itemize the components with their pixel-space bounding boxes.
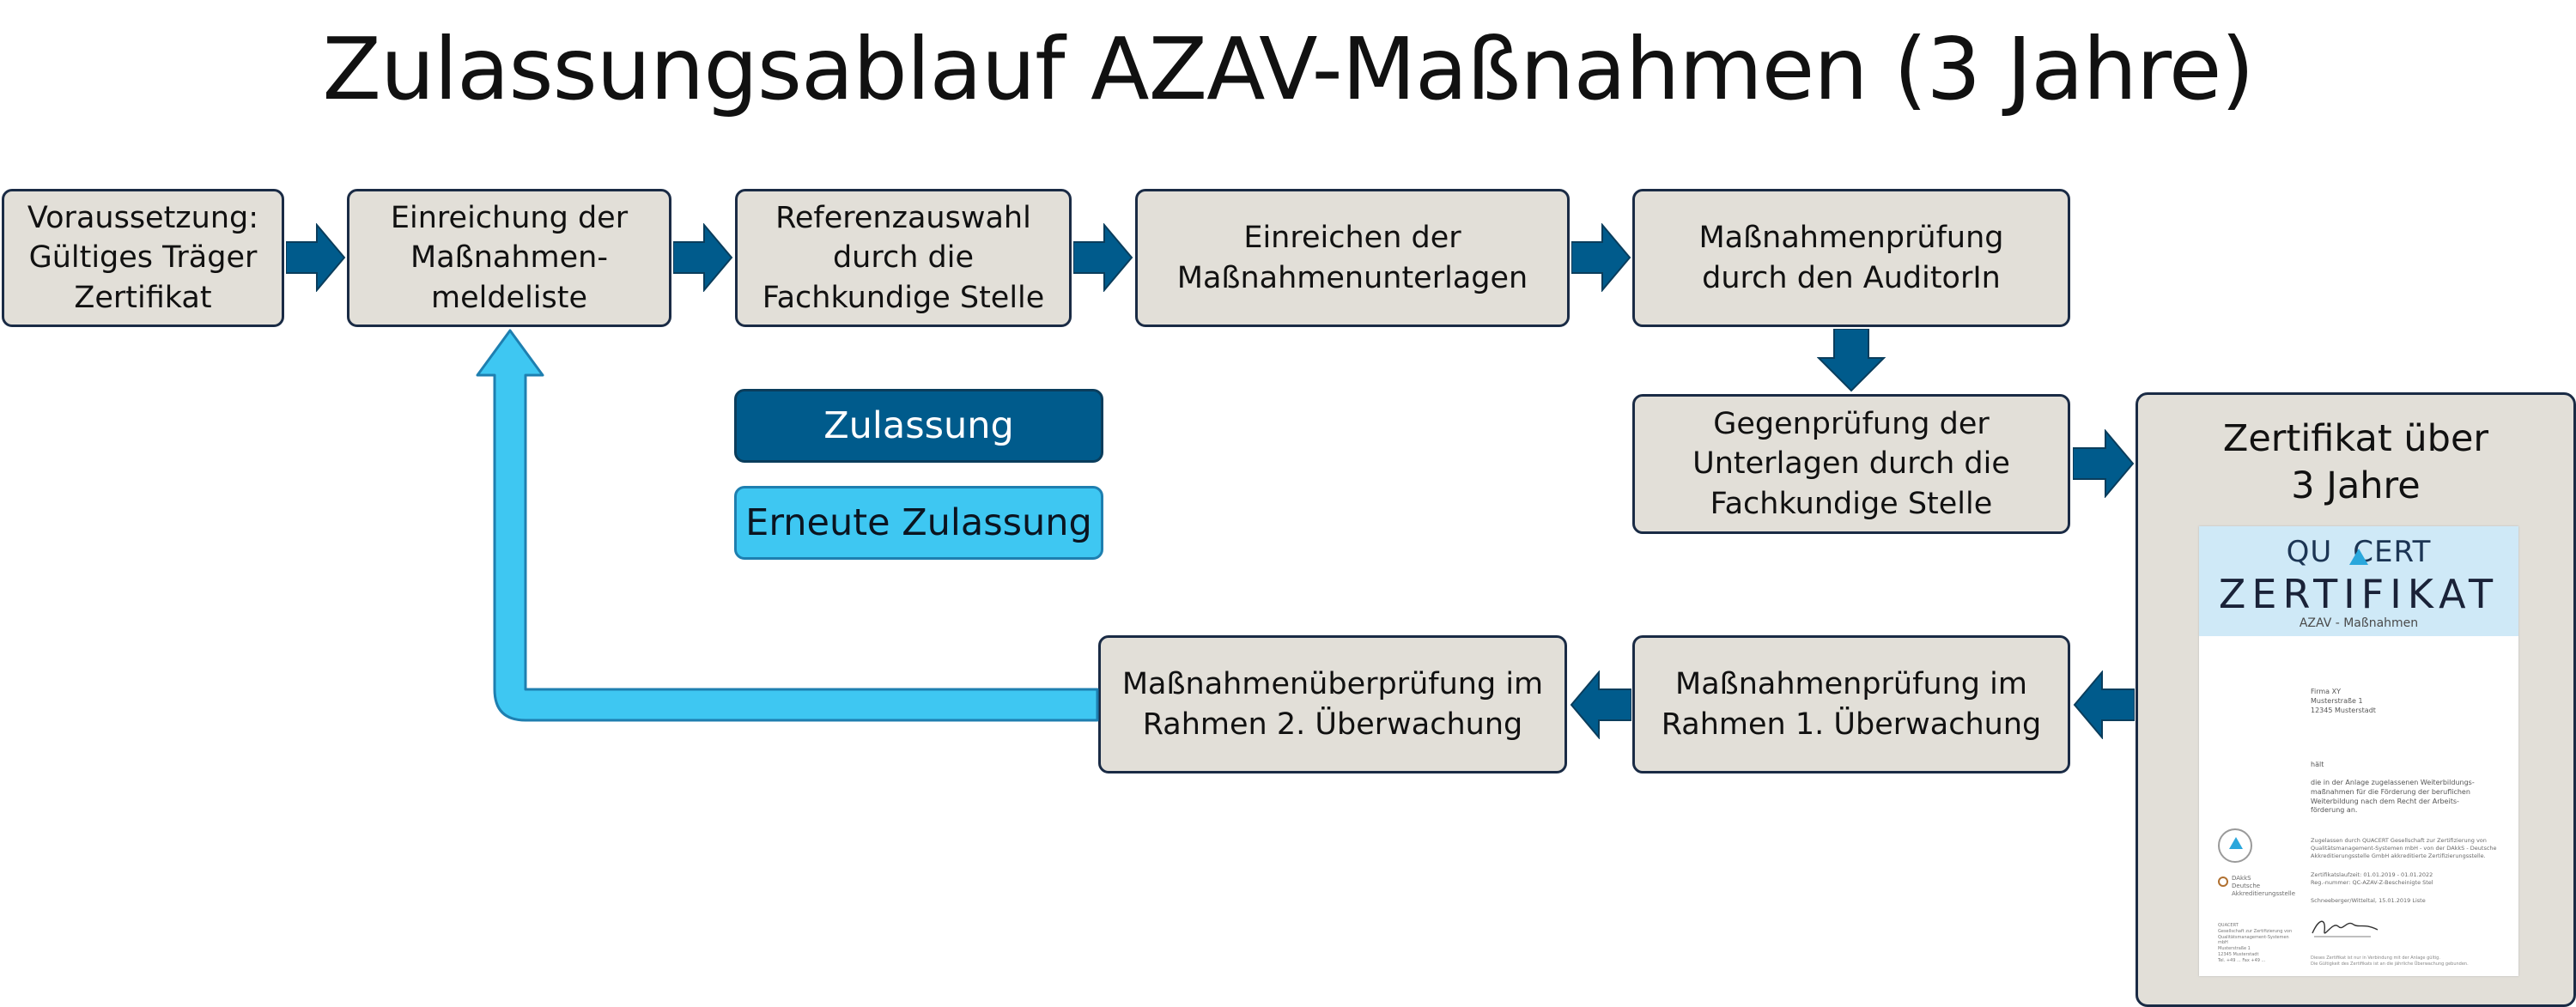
step-text-line: Maßnahmenprüfung im: [1675, 667, 2027, 702]
step-text-line: Referenzauswahl: [775, 201, 1031, 236]
step-text-line: Rahmen 1. Überwachung: [1661, 707, 2042, 742]
address-line: Firma XY: [2311, 688, 2341, 695]
renewal-return-arrow: [476, 329, 1099, 722]
logo-text-left: QU: [2286, 535, 2333, 569]
step-text-line: Maßnahmen-: [410, 240, 608, 276]
step-reference-selection: Referenzauswahl durch die Fachkundige St…: [735, 189, 1072, 327]
certificate-footer-right: Dieses Zertifikat ist nur in Verbindung …: [2311, 955, 2500, 968]
certificate-accreditation-text: Zugelassen durch QUACERT Gesellschaft zu…: [2311, 837, 2497, 859]
arrow-right-icon: [673, 223, 733, 292]
step-second-surveillance: Maßnahmenüberprüfung im Rahmen 2. Überwa…: [1098, 635, 1567, 773]
footer-line: Die Gültigkeit des Zertifikats ist an di…: [2311, 961, 2469, 967]
step-text-line: Gültiges Träger: [28, 240, 258, 276]
certificate-validity: Zertifikatslaufzeit: 01.01.2019 - 01.01.…: [2311, 871, 2433, 887]
step-prerequisite: Voraussetzung: Gültiges Träger Zertifika…: [2, 189, 284, 327]
certificate-title-line: Zertifikat über: [2222, 417, 2489, 460]
step-text-line: Voraussetzung:: [27, 201, 259, 236]
footer-line: QUACERT: [2218, 923, 2239, 928]
arrow-down-icon: [1817, 329, 1886, 392]
address-line: Musterstraße 1: [2311, 696, 2363, 705]
step-text-line: Rahmen 2. Überwachung: [1142, 707, 1523, 742]
footer-line: Musterstraße 1: [2218, 946, 2251, 951]
step-text-line: Zertifikat: [74, 280, 212, 315]
step-counter-check: Gegenprüfung der Unterlagen durch die Fa…: [1632, 394, 2070, 534]
arrow-right-icon: [1073, 223, 1133, 292]
step-text-line: durch die: [832, 240, 975, 276]
step-text-line: Einreichung der: [390, 201, 629, 236]
step-text-line: durch den AuditorIn: [1702, 260, 2001, 295]
dakks-line: DAkkS: [2232, 875, 2251, 882]
step-text-line: Maßnahmenüberprüfung im: [1121, 667, 1544, 702]
arrow-right-icon: [2073, 429, 2135, 498]
footer-line: Gesellschaft zur Zertifizierung von: [2218, 928, 2293, 934]
step-text-line: Maßnahmenprüfung: [1698, 221, 2004, 256]
signature-icon: [2312, 920, 2379, 937]
accreditation-line: Zugelassen durch QUACERT Gesellschaft zu…: [2311, 837, 2487, 844]
legend-approval: Zulassung: [734, 389, 1103, 463]
certificate-text-holds: hält: [2311, 761, 2324, 768]
address-line: 12345 Musterstadt: [2311, 706, 2376, 714]
dakks-logo-icon: [2218, 877, 2228, 887]
accreditation-line: Qualitätsmanagement-Systemen mbH - von d…: [2311, 844, 2497, 852]
step-text-line: Gegenprüfung der: [1713, 407, 1990, 442]
step-auditor-review: Maßnahmenprüfung durch den AuditorIn: [1632, 189, 2070, 327]
footer-line: 12345 Musterstadt: [2218, 951, 2259, 957]
quacert-seal-icon: [2218, 828, 2252, 863]
arrow-right-icon: [286, 223, 346, 292]
certificate-title-line: 3 Jahre: [2291, 464, 2421, 508]
arrow-left-icon: [2073, 670, 2135, 739]
step-text-line: meldeliste: [430, 280, 588, 315]
certificate-place-date: Schneeberger/Witteltal, 15.01.2019 Liste: [2311, 897, 2426, 904]
dakks-label: DAkkS Deutsche Akkreditierungsstelle: [2232, 875, 2296, 898]
validity-line: Zertifikatslaufzeit: 01.01.2019 - 01.01.…: [2311, 871, 2433, 878]
quacert-triangle-icon: [2349, 549, 2368, 565]
diagram-title: Zulassungsablauf AZAV-Maßnahmen (3 Jahre…: [322, 19, 2255, 119]
accreditation-line: Akkreditierungsstelle GmbH akkreditierte…: [2311, 852, 2486, 859]
body-line: Weiterbildung nach dem Recht der Arbeits…: [2311, 797, 2459, 805]
arrow-right-icon: [1571, 223, 1631, 292]
step-text-line: Unterlagen durch die: [1692, 446, 2010, 482]
body-line: maßnahmen für die Förderung der beruflic…: [2311, 787, 2470, 796]
certificate-title: Zertifikat über 3 Jahre: [2138, 416, 2573, 510]
step-submit-list: Einreichung der Maßnahmen- meldeliste: [347, 189, 671, 327]
step-text-line: Fachkundige Stelle: [762, 280, 1045, 315]
dakks-line: Akkreditierungsstelle: [2232, 890, 2296, 898]
certificate-address: Firma XY Musterstraße 1 12345 Musterstad…: [2311, 688, 2376, 715]
body-line: förderung an.: [2311, 806, 2358, 815]
step-text-line: Einreichen der: [1243, 221, 1461, 256]
certificate-body-text: die in der Anlage zugelassenen Weiterbil…: [2311, 779, 2475, 816]
dakks-line: Deutsche: [2232, 883, 2261, 890]
step-text-line: Fachkundige Stelle: [1710, 486, 1993, 521]
footer-line: Tel. +49 ... Fax +49 ...: [2218, 957, 2266, 963]
certificate-footer-left: QUACERT Gesellschaft zur Zertifizierung …: [2218, 923, 2295, 963]
arrow-left-icon: [1570, 670, 1631, 739]
footer-line: Dieses Zertifikat ist nur in Verbindung …: [2311, 955, 2440, 961]
step-first-surveillance: Maßnahmenprüfung im Rahmen 1. Überwachun…: [1632, 635, 2070, 773]
certificate-subheading: AZAV - Maßnahmen: [2299, 616, 2419, 630]
step-text-line: Maßnahmenunterlagen: [1176, 260, 1528, 295]
certificate-heading: ZERTIFIKAT: [2218, 571, 2500, 617]
step-submit-documents: Einreichen der Maßnahmenunterlagen: [1135, 189, 1570, 327]
footer-line: Qualitätsmanagement-Systemen mbH: [2218, 934, 2289, 946]
validity-line: Reg.-nummer: QC-AZAV-Z-Bescheinigte Stel: [2311, 878, 2433, 886]
body-line: die in der Anlage zugelassenen Weiterbil…: [2311, 779, 2475, 786]
legend-renewal: Erneute Zulassung: [734, 486, 1103, 560]
